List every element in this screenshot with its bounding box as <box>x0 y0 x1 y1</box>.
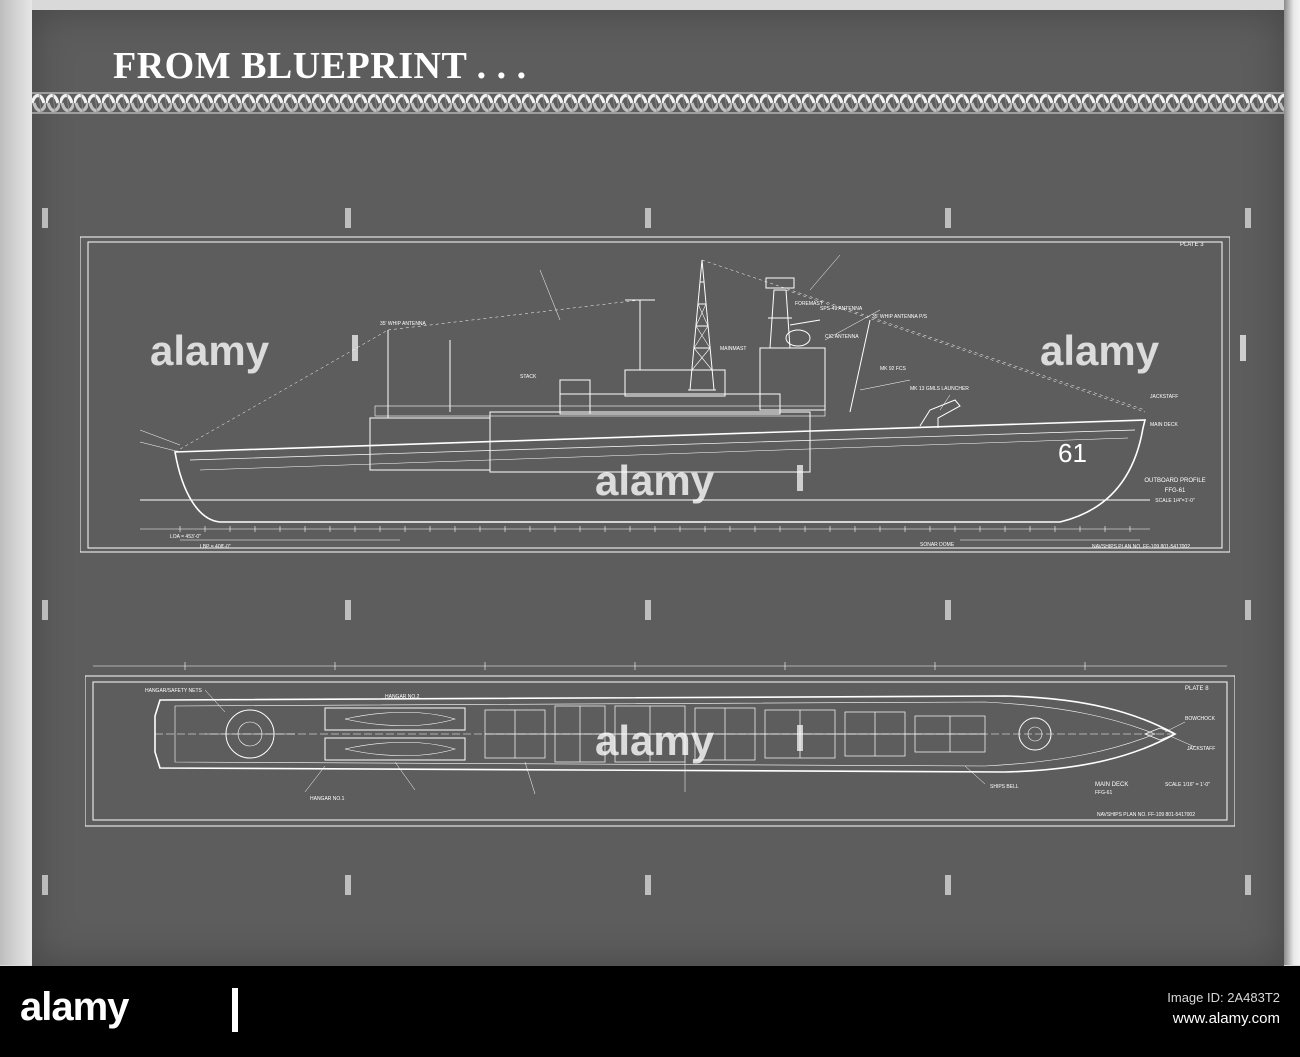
watermark: alamy <box>150 327 270 374</box>
profile-caption: OUTBOARD PROFILE <box>1144 478 1205 484</box>
page-fold-edge <box>1284 0 1300 965</box>
deck-scale: SCALE 1/16" = 1'-0" <box>1165 782 1210 788</box>
lbp-label: LBP = 408'-0" <box>200 544 231 550</box>
plate-label: PLATE 3 <box>1180 242 1204 248</box>
footer-banner <box>0 966 1300 1057</box>
jackstaff-label: JACKSTAFF <box>1150 394 1178 400</box>
deck-jackstaff-label: JACKSTAFF <box>1187 746 1215 752</box>
hangar-2-label: HANGAR NO.2 <box>385 694 420 700</box>
watermark: alamy <box>595 457 715 504</box>
scan-left-edge <box>0 0 32 965</box>
watermark-layer: alamy alamy alamy alamy <box>42 208 1251 895</box>
watermark-mark <box>797 725 803 751</box>
deck-plan-number: NAVSHIPS PLAN NO. FF-109 801-5417002 <box>1097 812 1195 818</box>
sonar-dome-label: SONAR DOME <box>920 542 955 548</box>
whip-antenna-label: 35' WHIP ANTENNA <box>380 321 427 327</box>
image-id: Image ID: 2A483T2 <box>1167 990 1280 1005</box>
main-deck-blueprint: PLATE 8 MAIN DECK FFG-61 SCALE 1/16" = 1… <box>85 662 1235 827</box>
brand-logo-text: alamy <box>20 985 129 1029</box>
cic-antenna-label: CIC ANTENNA <box>825 334 859 340</box>
main-deck-label: MAIN DECK <box>1150 422 1178 428</box>
bowchock-label: BOWCHOCK <box>1185 716 1216 722</box>
outboard-profile-blueprint: PLATE 3 61 OUTBOARD PROFILE FFG-61 SCALE… <box>80 236 1230 553</box>
brand-mark-icon <box>232 988 238 1032</box>
stack-label: STACK <box>520 374 537 380</box>
watermark: alamy <box>1040 327 1160 374</box>
deck-caption-hull: FFG-61 <box>1095 790 1112 796</box>
loa-label: LOA = 453'-0" <box>170 534 201 540</box>
site-url: www.alamy.com <box>1172 1010 1280 1027</box>
mk92-label: MK 92 FCS <box>880 366 907 372</box>
spg-antenna-label: SPS-49 ANTENNA <box>820 306 863 312</box>
page-headline: FROM BLUEPRINT . . . <box>113 45 527 87</box>
rope-divider <box>32 92 1284 114</box>
brochure-page <box>32 10 1284 966</box>
watermark-mark <box>797 465 803 491</box>
hangar-1-label: HANGAR NO.1 <box>310 796 345 802</box>
watermark-mark <box>1240 335 1246 361</box>
deck-caption: MAIN DECK <box>1095 782 1128 788</box>
deck-plate-label: PLATE 8 <box>1185 686 1209 692</box>
plan-number: NAVSHIPS PLAN NO. FF-109 801-5417002 <box>1092 544 1190 550</box>
whip-antenna-right-label: 35' WHIP ANTENNA P/S <box>872 314 928 320</box>
ships-bell-label: SHIPS BELL <box>990 784 1019 790</box>
profile-caption-hull: FFG-61 <box>1165 488 1186 494</box>
mk13-label: MK 13 GMLS LAUNCHER <box>910 386 969 392</box>
mainmast-label: MAINMAST <box>720 346 746 352</box>
helo-deck-label: HANGAR/SAFETY NETS <box>145 688 203 694</box>
profile-scale: SCALE 1/4"=1'-0" <box>1155 498 1195 504</box>
foremast-label: FOREMAST <box>795 301 823 307</box>
hull-number: 61 <box>1058 438 1087 468</box>
watermark-mark <box>352 335 358 361</box>
watermark: alamy <box>595 717 715 764</box>
